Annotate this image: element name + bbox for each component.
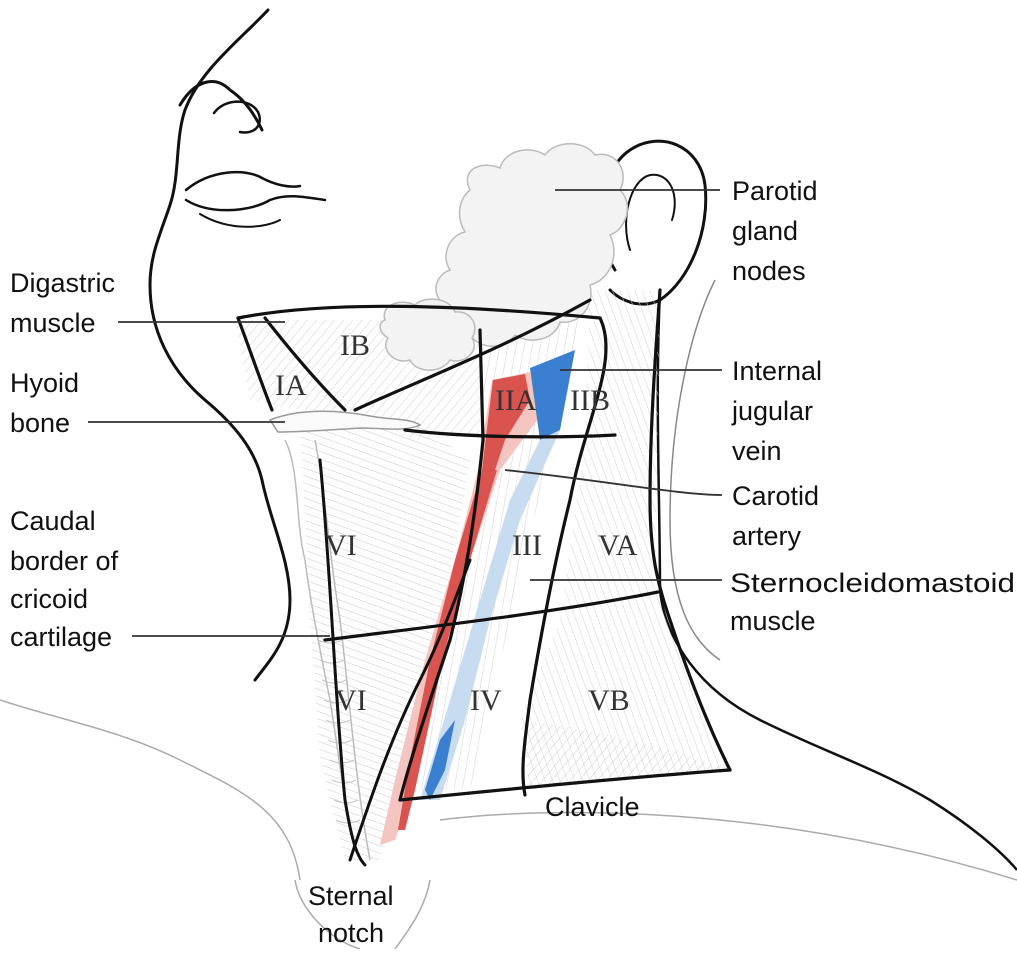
parotid-label-line1: Parotid bbox=[732, 176, 818, 206]
carotid-label-line1: Carotid bbox=[732, 481, 819, 511]
sternal-right-line bbox=[395, 880, 430, 949]
scm-label-line1: Sternocleidomastoid bbox=[730, 568, 1015, 598]
level-iib-label: IIB bbox=[570, 384, 610, 417]
cricoid-label-line4: cartilage bbox=[10, 622, 112, 652]
level-iia-label: IIA bbox=[495, 384, 537, 417]
trapezius-line bbox=[670, 280, 720, 660]
cricoid-label-line1: Caudal bbox=[10, 506, 96, 536]
digastric-label-line2: muscle bbox=[10, 308, 96, 338]
carotid-label-line2: artery bbox=[732, 521, 802, 551]
sternal-notch-label-line1: Sternal bbox=[308, 881, 394, 911]
nostril-line bbox=[214, 102, 260, 133]
level-vi-lower-label: VI bbox=[335, 684, 367, 717]
level-ia-label: IA bbox=[275, 369, 307, 402]
upper-lip-line bbox=[186, 172, 300, 190]
parotid-label-line2: gland bbox=[732, 216, 798, 246]
ear-inner-line bbox=[626, 175, 675, 250]
level-iv-label: IV bbox=[470, 684, 502, 717]
right-shoulder-line bbox=[440, 813, 1017, 881]
level-vb-label: VB bbox=[588, 684, 630, 717]
ijv-label-line3: vein bbox=[732, 436, 782, 466]
mouth-line bbox=[186, 196, 325, 210]
ijv-label-line1: Internal bbox=[732, 356, 822, 386]
level-iii-label: III bbox=[512, 529, 542, 562]
level-va-label: VA bbox=[598, 529, 638, 562]
hyoid-label-line1: Hyoid bbox=[10, 368, 79, 398]
scm-label-line2: muscle bbox=[730, 606, 816, 636]
parotid-label-line3: nodes bbox=[732, 256, 806, 286]
level-ib-label: IB bbox=[340, 329, 370, 362]
clavicle-label: Clavicle bbox=[545, 792, 640, 822]
cricoid-label-line2: border of bbox=[10, 546, 119, 576]
left-shoulder-line bbox=[0, 700, 300, 880]
lower-lip-line bbox=[200, 214, 280, 227]
cricoid-label-line3: cricoid bbox=[10, 584, 88, 614]
hyoid-label-line2: bone bbox=[10, 408, 70, 438]
sternal-notch-label-line2: notch bbox=[318, 918, 384, 948]
ijv-label-line2: jugular bbox=[731, 396, 813, 426]
digastric-label-line1: Digastric bbox=[10, 268, 115, 298]
level-vi-upper-label: VI bbox=[325, 529, 357, 562]
